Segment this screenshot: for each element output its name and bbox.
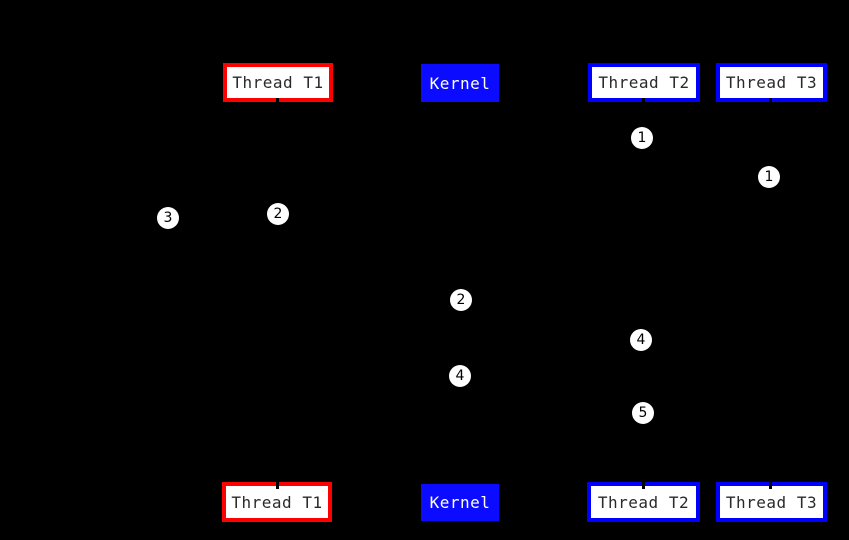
lifeline-thread-t2 <box>642 98 645 489</box>
entity-box-thread-t2-bottom: Thread T2 <box>587 482 700 522</box>
step-marker: 1 <box>631 127 653 149</box>
step-marker: 1 <box>758 166 780 188</box>
step-marker-label: 4 <box>455 368 465 384</box>
step-marker-label: 2 <box>273 206 283 222</box>
entity-label: Thread T3 <box>725 73 818 92</box>
step-marker-label: 4 <box>636 332 646 348</box>
step-marker: 4 <box>630 329 652 351</box>
entity-box-thread-t2-top: Thread T2 <box>588 63 700 102</box>
step-marker-label: 1 <box>764 169 774 185</box>
step-marker: 5 <box>632 402 654 424</box>
step-marker-label: 2 <box>456 292 466 308</box>
entity-label: Kernel <box>429 493 491 512</box>
step-marker-label: 3 <box>163 210 173 226</box>
step-marker-label: 1 <box>637 130 647 146</box>
entity-label: Thread T2 <box>598 73 690 92</box>
step-marker: 4 <box>449 365 471 387</box>
entity-box-thread-t3-top: Thread T3 <box>716 63 827 102</box>
entity-box-thread-t1-bottom: Thread T1 <box>222 482 332 522</box>
lifeline-thread-t1 <box>276 98 279 489</box>
entity-box-thread-t1-top: Thread T1 <box>223 63 333 102</box>
step-marker: 3 <box>157 207 179 229</box>
entity-label: Thread T1 <box>232 73 324 92</box>
lifeline-thread-t3 <box>769 98 772 489</box>
entity-label: Kernel <box>429 73 491 93</box>
step-marker: 2 <box>267 203 289 225</box>
entity-box-kernel-top: Kernel <box>421 64 499 102</box>
entity-label: Thread T1 <box>231 492 323 512</box>
entity-label: Thread T2 <box>597 492 690 512</box>
entity-label: Thread T3 <box>725 492 818 512</box>
step-marker-label: 5 <box>638 405 648 421</box>
entity-box-kernel-bottom: Kernel <box>421 484 499 521</box>
step-marker: 2 <box>450 289 472 311</box>
